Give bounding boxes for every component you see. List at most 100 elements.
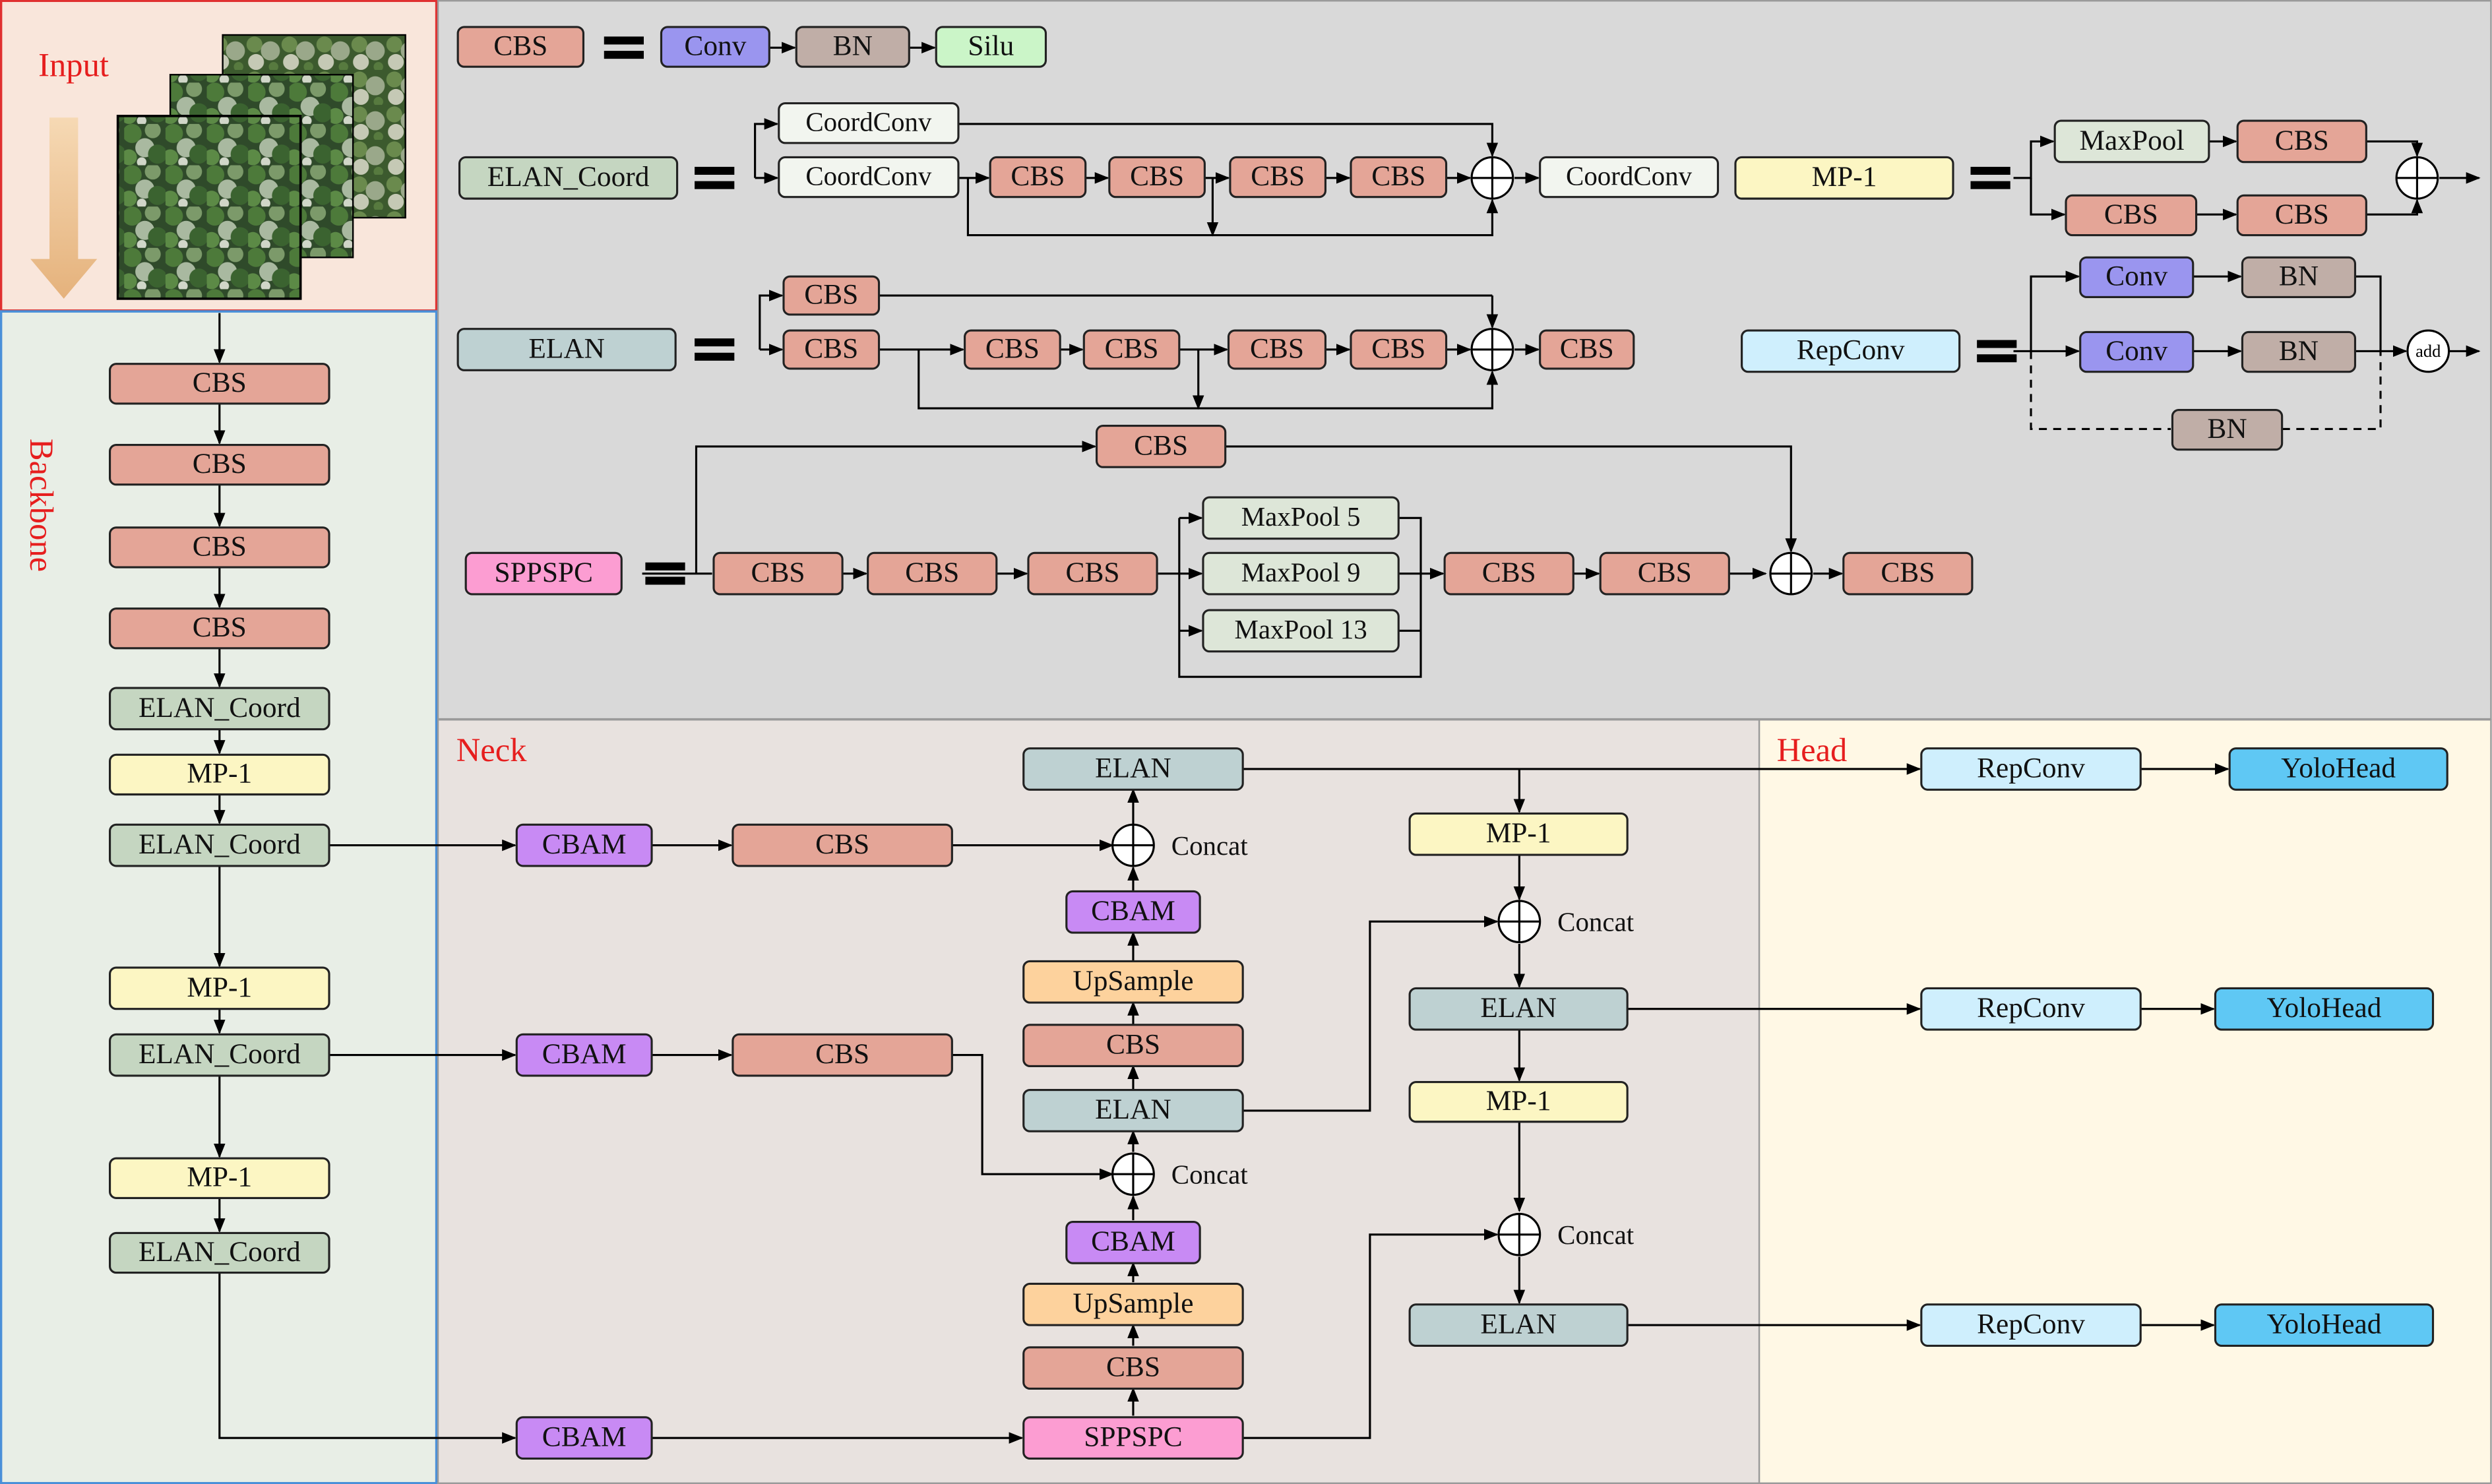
- def-mp1-cbs-1-box: [2236, 119, 2367, 164]
- def-elan-cbs-4-label: CBS: [1371, 332, 1425, 364]
- def-sppspc-cbs-2: CBS: [867, 551, 998, 596]
- def-elan-cbs-left-label: CBS: [804, 332, 858, 364]
- neck-cbam-2-box: [515, 1033, 653, 1077]
- neck-cbs-3: CBS: [1022, 1024, 1244, 1068]
- neck-elan-r2-label: ELAN: [1480, 1308, 1557, 1340]
- def-cbs-bn-box: [795, 26, 910, 68]
- neck-elan-mid-label: ELAN: [1095, 1094, 1171, 1125]
- def-repconv-bn-1: BN: [2241, 256, 2357, 299]
- def-coordconv-out: CoordConv: [1539, 156, 1720, 199]
- neck-elan-r1-label: ELAN: [1480, 992, 1557, 1024]
- def-sppspc-title-box: [464, 551, 623, 596]
- def-elan-coord-cbs-1-box: [989, 156, 1087, 199]
- def-elan-cbs-1-box: [964, 329, 1061, 370]
- def-sppspc-maxpool5: MaxPool 5: [1202, 496, 1400, 540]
- neck-cbam-3-label: CBAM: [542, 1421, 627, 1453]
- input-label: Input: [38, 47, 109, 84]
- def-mp1-equals-icon-bar: [1970, 166, 2010, 175]
- backbone-cbs-3-label: CBS: [193, 530, 247, 562]
- neck-cbs-4: CBS: [1022, 1346, 1244, 1390]
- backbone-elan-coord-2-label: ELAN_Coord: [139, 828, 301, 860]
- def-coordconv-out-box: [1539, 156, 1720, 199]
- neck-cbam-1-label: CBAM: [542, 828, 627, 860]
- def-sppspc-maxpool13-label: MaxPool 13: [1234, 615, 1367, 644]
- def-cbs-silu-label: Silu: [968, 30, 1014, 61]
- backbone-mp1-3-box: [109, 1157, 330, 1199]
- neck-cbs-1-box: [732, 823, 953, 867]
- def-elan-coord-title-box: [458, 156, 679, 200]
- neck-mp1-2-label: MP-1: [1486, 1085, 1551, 1117]
- def-mp1-cbs-2: CBS: [2065, 194, 2198, 237]
- neck-mp1-2: MP-1: [1408, 1080, 1629, 1123]
- def-elan-cbs-4: CBS: [1350, 329, 1448, 370]
- def-sppspc-cbs-4: CBS: [1443, 551, 1574, 596]
- def-sppspc-cbs-4-box: [1443, 551, 1574, 596]
- head-yolohead-2-box: [2214, 987, 2435, 1031]
- head-repconv-2: RepConv: [1920, 987, 2142, 1031]
- def-mp1-cbs-3-label: CBS: [2275, 199, 2329, 230]
- def-repconv-conv-2-label: Conv: [2105, 335, 2167, 367]
- head-label: Head: [1777, 731, 1848, 768]
- def-elan-coord-cbs-3: CBS: [1229, 156, 1327, 199]
- neck-cbam-3: CBAM: [515, 1416, 653, 1460]
- backbone-cbs-4-box: [109, 607, 330, 650]
- backbone-mp1-1: MP-1: [109, 753, 330, 796]
- def-repconv-equals-icon-bar: [1977, 340, 2017, 348]
- def-mp1-equals-icon: [1970, 166, 2010, 189]
- neck-cbs-4-box: [1022, 1346, 1244, 1390]
- def-elan-coord-concat-plus-cross: [1472, 157, 1513, 199]
- def-cbs-equals-icon-bar: [604, 36, 644, 45]
- def-sppspc-equals-icon: [645, 562, 685, 585]
- def-elan-cbs-3-box: [1227, 329, 1327, 370]
- neck-cbam-2-label: CBAM: [542, 1038, 627, 1070]
- def-cbs-equals-icon-bar: [604, 51, 644, 59]
- def-cbs-conv-label: Conv: [684, 30, 746, 61]
- def-repconv-equals-icon: [1977, 340, 2017, 363]
- def-repconv-bn-1-label: BN: [2279, 261, 2319, 292]
- backbone-elan-coord-1: ELAN_Coord: [109, 687, 330, 731]
- def-elan-coord-cbs-4: CBS: [1350, 156, 1448, 199]
- backbone-elan-coord-3-box: [109, 1033, 330, 1077]
- neck-cbs-4-label: CBS: [1106, 1351, 1160, 1383]
- def-cbs-title-label: CBS: [493, 30, 547, 61]
- def-mp1-cbs-1: CBS: [2236, 119, 2367, 164]
- def-elan-cbs-left-box: [782, 329, 881, 370]
- head-repconv-3: RepConv: [1920, 1303, 2142, 1347]
- neck-upsample-1: UpSample: [1022, 960, 1244, 1004]
- def-mp1-maxpool: MaxPool: [2053, 119, 2210, 164]
- def-repconv-conv-1-box: [2079, 256, 2195, 299]
- neck-cbam-3-box: [515, 1416, 653, 1460]
- def-elan-cbs-out: CBS: [1539, 329, 1635, 370]
- down-arrow-icon: [30, 117, 98, 299]
- neck-cbam-2: CBAM: [515, 1033, 653, 1077]
- def-sppspc-concat-plus-cross: [1770, 553, 1812, 594]
- def-repconv-bn-2-box: [2241, 330, 2357, 373]
- def-sppspc-cbs-6-label: CBS: [1881, 557, 1935, 588]
- backbone-mp1-2: MP-1: [109, 966, 330, 1010]
- backbone-cbs-1: CBS: [109, 363, 330, 405]
- def-repconv-bn-1-box: [2241, 256, 2357, 299]
- def-elan-equals-icon-bar: [695, 338, 735, 347]
- def-repconv-conv-2-box: [2079, 330, 2195, 373]
- neck-elan-r1: ELAN: [1408, 987, 1629, 1031]
- def-elan-title: ELAN: [456, 328, 677, 371]
- backbone-mp1-1-label: MP-1: [187, 758, 252, 789]
- def-elan-cbs-1-label: CBS: [985, 332, 1040, 364]
- neck-cbam-5-box: [1065, 1220, 1201, 1264]
- def-elan-cbs-4-box: [1350, 329, 1448, 370]
- def-cbs-conv: Conv: [660, 26, 770, 68]
- def-elan-cbs-3-label: CBS: [1250, 332, 1304, 364]
- connector-lines: [214, 42, 2481, 1444]
- def-mp1-equals-icon-bar: [1970, 181, 2010, 189]
- def-elan-coord-cbs-4-box: [1350, 156, 1448, 199]
- backbone-elan-coord-2: ELAN_Coord: [109, 823, 330, 867]
- def-elan-title-box: [456, 328, 677, 371]
- neck-elan-r1-box: [1408, 987, 1629, 1031]
- neck-cbs-3-box: [1022, 1024, 1244, 1068]
- def-sppspc-cbs-top: CBS: [1095, 425, 1227, 468]
- def-sppspc-cbs-5-box: [1599, 551, 1730, 596]
- def-sppspc-cbs-1-box: [712, 551, 844, 596]
- head-yolohead-3-box: [2214, 1303, 2435, 1347]
- backbone-elan-coord-4-label: ELAN_Coord: [139, 1236, 301, 1268]
- backbone-mp1-1-box: [109, 753, 330, 796]
